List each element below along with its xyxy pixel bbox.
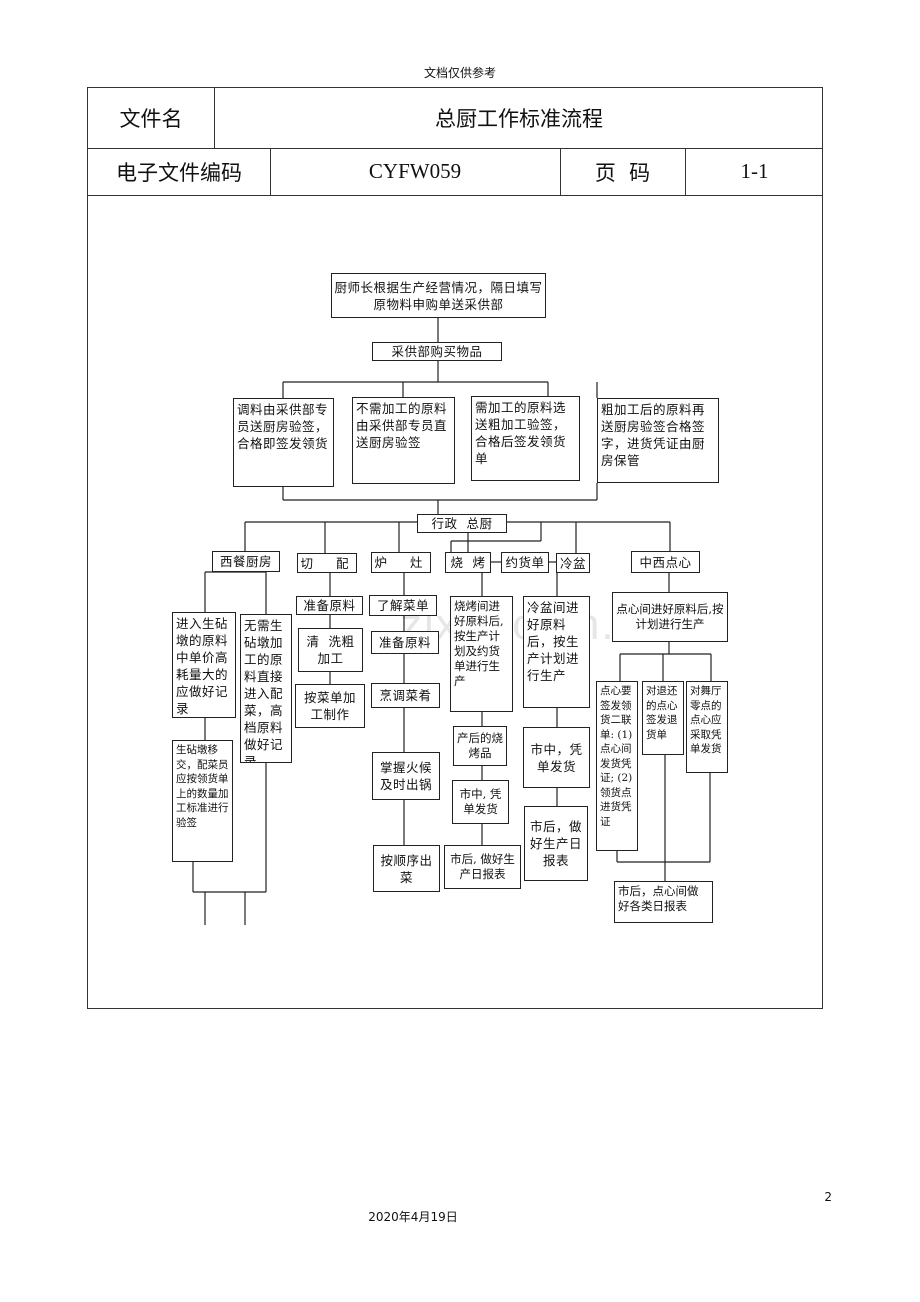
dept-western-kitchen: 西餐厨房 xyxy=(212,551,280,572)
code-label: 电子文件编码 xyxy=(116,160,242,185)
dept-order-sheet: 约货单 xyxy=(501,552,549,573)
stove-prepare-materials: 准备原料 xyxy=(371,631,439,654)
stove-heat-control: 掌握火候及时出锅 xyxy=(372,752,440,800)
channel-needs-processing: 需加工的原料选送粗加工验签，合格后签发领货单 xyxy=(471,396,580,481)
pastry-daily-report: 市后，点心间做好各类日报表 xyxy=(614,881,713,923)
dept-bbq: 烧 烤 xyxy=(445,552,491,573)
channel-no-processing: 不需加工的原料由采供部专员直送厨房验签 xyxy=(352,397,455,484)
bbq-dispatch: 市中, 凭单发货 xyxy=(452,780,509,824)
flow-step-purchase: 采供部购买物品 xyxy=(372,342,502,361)
dept-stove: 炉 灶 xyxy=(371,552,431,573)
western-record-high-value: 进入生砧墩的原料中单价高耗量大的应做好记录 xyxy=(172,612,236,718)
western-handover-check: 生砧墩移交，配菜员应按领货单上的数量加工标准进行验签 xyxy=(172,740,233,862)
cold-production: 冷盆间进好原料后，按生产计划进行生产 xyxy=(523,596,590,708)
dept-cutting: 切 配 xyxy=(297,553,357,573)
pastry-production: 点心间进好原料后,按计划进行生产 xyxy=(612,592,728,642)
bbq-products: 产后的烧烤品 xyxy=(453,726,507,766)
pastry-ballroom-orders: 对舞厅零点的点心应采取凭单发货 xyxy=(686,681,728,773)
document-title: 总厨工作标准流程 xyxy=(435,107,603,131)
flow-step-requisition: 厨师长根据生产经营情况，隔日填写原物料申购单送采供部 xyxy=(331,273,546,318)
dept-pastry: 中西点心 xyxy=(631,551,700,573)
cutting-prepare-materials: 准备原料 xyxy=(296,596,363,615)
stove-read-menu: 了解菜单 xyxy=(369,595,437,616)
pastry-return-note: 对退还的点心签发退货单 xyxy=(642,681,684,755)
file-code: CYFW059 xyxy=(368,159,462,183)
bbq-production: 烧烤间进好原料后,按生产计划及约货单进行生产 xyxy=(450,596,513,712)
document-date: 2020年4月19日 xyxy=(368,1210,458,1224)
pastry-issue-receipt: 点心要签发领货二联单: (1)点心间发货凭证; (2)领货点进货凭证 xyxy=(596,681,638,851)
top-note: 文档仅供参考 xyxy=(423,66,496,80)
stove-serve-in-order: 按顺序出 菜 xyxy=(373,845,440,892)
file-name-label: 文件名 xyxy=(119,107,183,131)
channel-seasoning: 调料由采供部专员送厨房验签，合格即签发领货 xyxy=(233,398,334,487)
channel-processed: 粗加工后的原料再送厨房验签合格签字，进货凭证由厨房保管 xyxy=(597,398,719,483)
flow-step-executive-chef: 行政 总厨 xyxy=(417,514,507,533)
cold-dispatch: 市中，凭单发货 xyxy=(523,727,590,788)
page-value: 1-1 xyxy=(740,159,769,183)
bbq-daily-report: 市后, 做好生产日报表 xyxy=(444,845,521,889)
page-number: 2 xyxy=(824,1190,832,1204)
document-frame: 文件名 总厨工作标准流程 电子文件编码 CYFW059 页 码 1-1 xyxy=(87,87,823,1009)
cold-daily-report: 市后，做好生产日报表 xyxy=(524,806,588,881)
cutting-wash-process: 清 洗粗加工 xyxy=(298,628,363,672)
page-label: 页 码 xyxy=(594,160,651,185)
cutting-by-menu: 按菜单加工制作 xyxy=(295,684,365,728)
stove-cook: 烹调菜肴 xyxy=(371,683,440,708)
western-direct-to-prep: 无需生砧墩加工的原料直接进入配菜，高档原料做好记录 xyxy=(240,614,292,763)
dept-cold-dish: 冷盆 xyxy=(556,553,590,573)
